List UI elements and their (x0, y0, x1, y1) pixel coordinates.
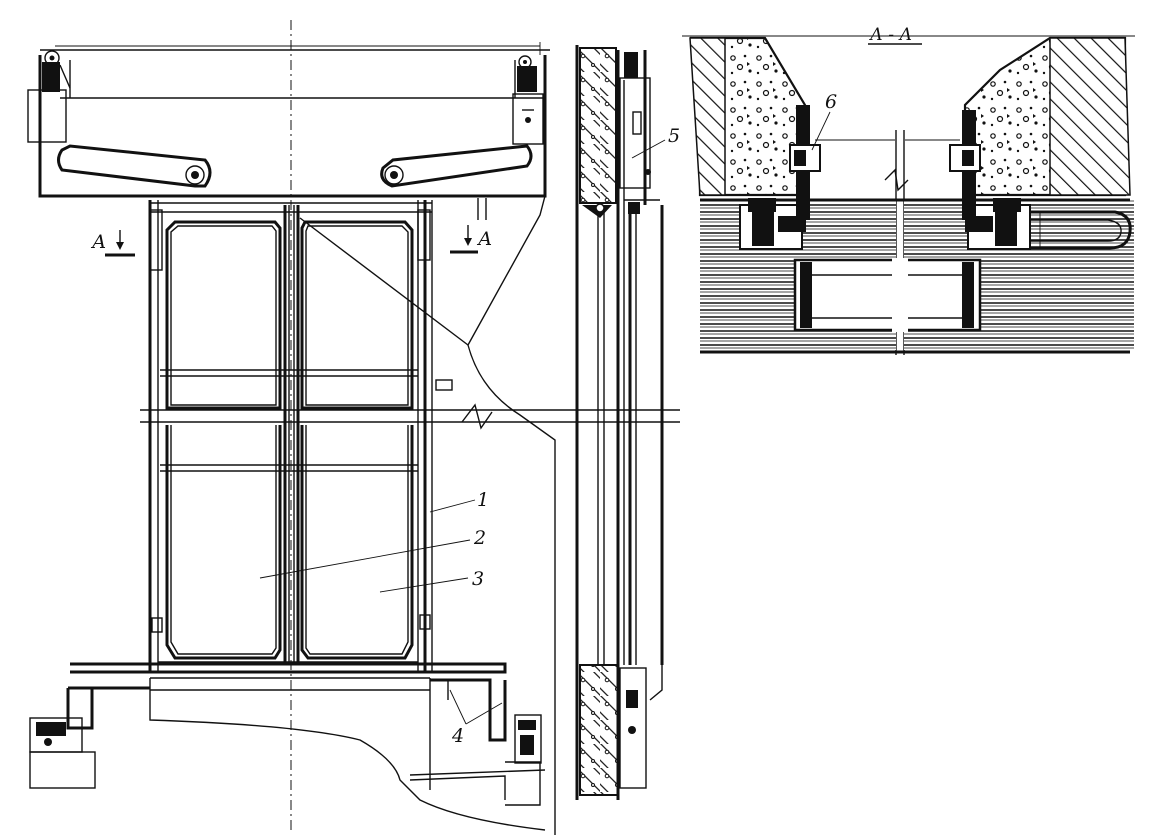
cut-mark-right: А (476, 228, 492, 250)
cut-mark-left: А (90, 231, 106, 253)
callout-4: 4 (451, 725, 464, 747)
callout-2: 2 (473, 527, 486, 549)
section-title: А - А (869, 25, 912, 45)
section-aa-view (682, 35, 1135, 355)
callout-5: 5 (668, 125, 680, 147)
callout-3: 3 (472, 568, 484, 590)
labels: А - А А А 1 2 3 4 5 6 (90, 25, 922, 747)
callout-6: 6 (825, 91, 837, 113)
side-section (575, 45, 664, 800)
front-elevation (27, 20, 680, 835)
callout-1: 1 (477, 489, 489, 511)
